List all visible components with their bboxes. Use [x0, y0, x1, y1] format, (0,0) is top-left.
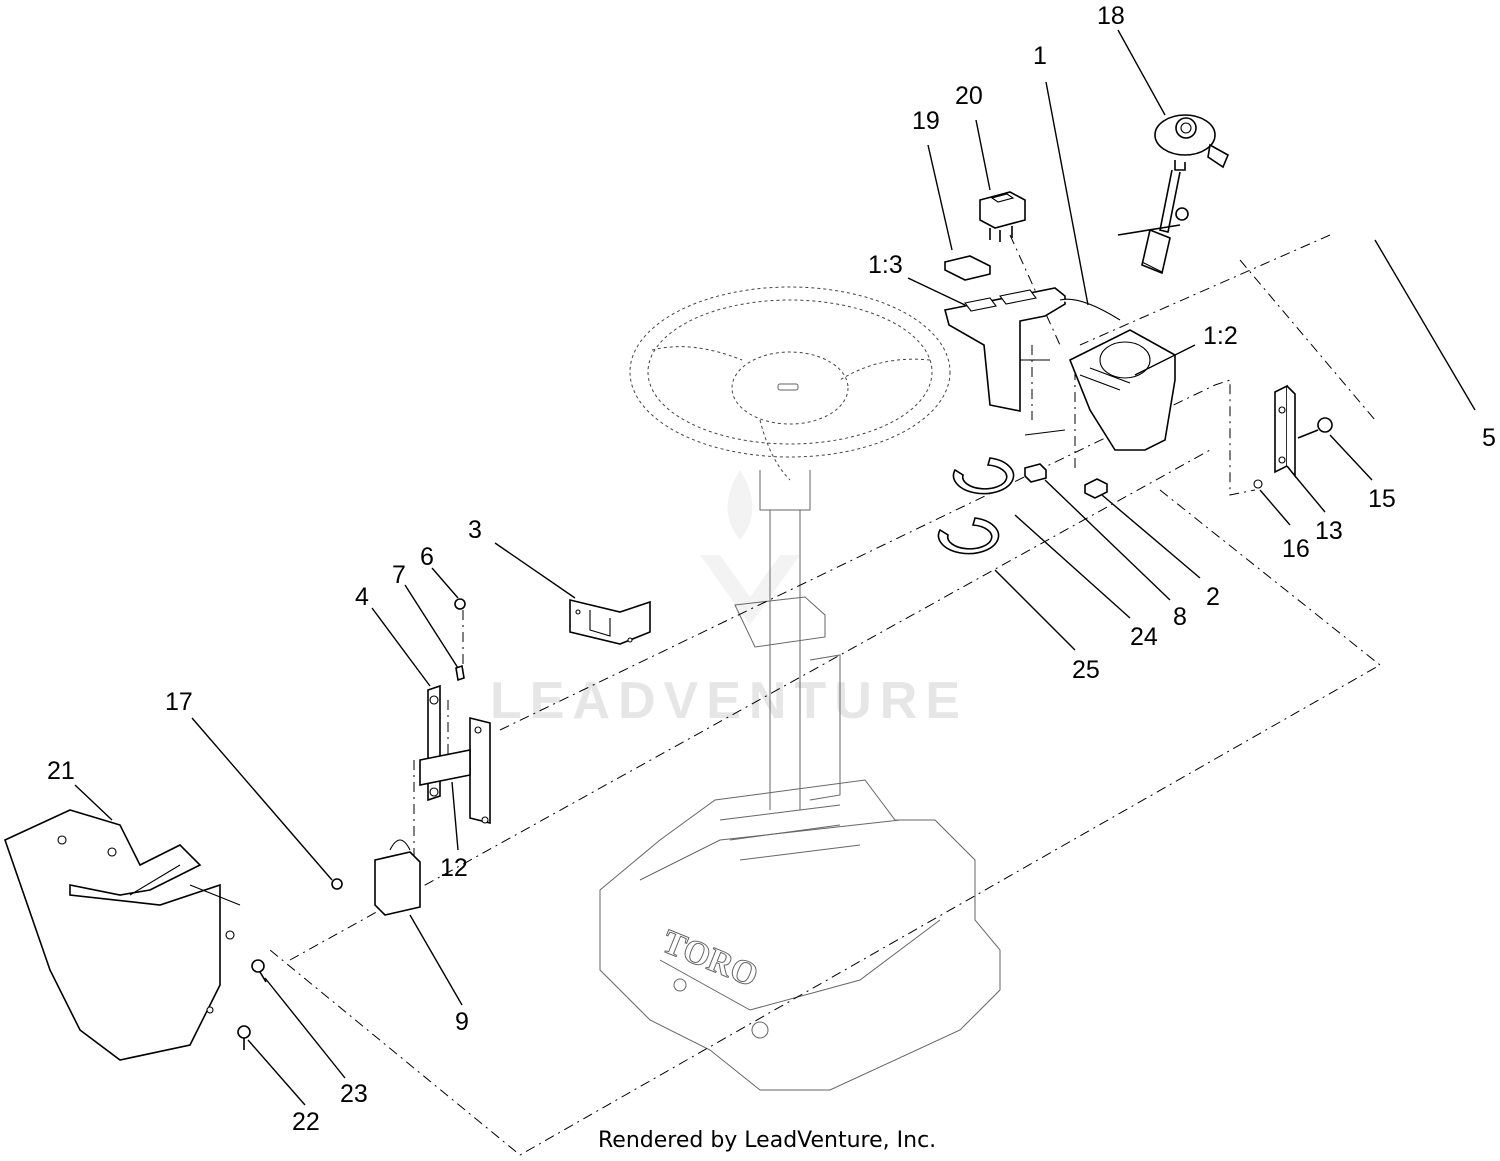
callout-15: 15: [1368, 485, 1396, 513]
part-9-relay: [374, 839, 421, 916]
callout-17: 17: [165, 688, 193, 716]
callout-16: 16: [1282, 535, 1310, 563]
callout-8: 8: [1173, 603, 1187, 631]
leader-13: [1294, 475, 1326, 513]
part-20-rocker-switch: [979, 191, 1026, 242]
steering-wheel-ghost: [629, 286, 951, 481]
dash-tower-ghost: TORO: [599, 779, 1001, 1091]
part-25-ring: [937, 517, 1000, 555]
leader-16: [1259, 489, 1291, 526]
leader-7: [404, 584, 459, 669]
callout-21: 21: [47, 757, 75, 785]
callout-12: 12: [440, 854, 468, 882]
leader-1-2: [1134, 344, 1196, 376]
part-3-bracket: [569, 598, 651, 645]
leader-lines: [74, 29, 1476, 1106]
steering-shaft-ghost: [734, 470, 841, 810]
part-1-dash-panel: [944, 287, 1176, 451]
leader-12: [451, 781, 459, 851]
callout-13: 13: [1315, 517, 1343, 545]
callout-18: 18: [1097, 2, 1125, 30]
leader-15: [1329, 434, 1373, 481]
part-7-clip: [455, 664, 465, 682]
leader-4: [371, 607, 431, 687]
callout-20: 20: [955, 82, 983, 110]
leader-3: [494, 542, 576, 599]
part-5-bolt: [1117, 207, 1189, 236]
callout-4: 4: [355, 583, 369, 611]
leader-24: [1014, 514, 1131, 619]
callout-labels: 18 1 20 19 1:3 1:2 5 15 13 16 2 8 24 25 …: [47, 2, 1496, 1136]
callout-23: 23: [340, 1080, 368, 1108]
callout-5: 5: [1482, 424, 1496, 452]
callout-1-3: 1:3: [868, 251, 903, 279]
part-21-cover: [4, 809, 241, 1061]
leader-8: [1044, 479, 1171, 601]
callout-19: 19: [912, 107, 940, 135]
leader-23: [264, 977, 346, 1079]
part-2-clip: [1084, 478, 1108, 499]
leader-1-3: [907, 277, 966, 306]
part-16-nut: [1253, 479, 1263, 489]
watermark-logo: [700, 470, 800, 625]
leader-9: [409, 914, 463, 1006]
callout-2: 2: [1206, 583, 1220, 611]
leader-17: [191, 717, 333, 881]
part-23-bolt: [251, 959, 267, 983]
assembly-guide-lines: [269, 234, 1381, 1156]
callout-25: 25: [1072, 656, 1100, 684]
part-15-bolt: [1297, 417, 1333, 439]
callout-22: 22: [292, 1108, 320, 1136]
part-18-key-switch: [1141, 114, 1230, 275]
leader-2: [1101, 494, 1201, 579]
part-22-bolt: [237, 1025, 251, 1050]
callout-6: 6: [420, 543, 434, 571]
footer-credit: Rendered by LeadVenture, Inc.: [598, 1128, 936, 1153]
part-17-screw: [331, 878, 343, 890]
leader-6: [431, 567, 459, 599]
callout-1: 1: [1033, 42, 1047, 70]
callout-1-2: 1:2: [1203, 322, 1238, 350]
leader-21: [74, 784, 113, 821]
leader-18: [1117, 29, 1166, 116]
callout-24: 24: [1130, 623, 1158, 651]
leader-25: [994, 569, 1076, 651]
part-4-bracket: [427, 684, 491, 825]
part-8-clip: [1024, 463, 1047, 483]
leader-1: [1045, 81, 1089, 306]
callout-3: 3: [468, 516, 482, 544]
part-13-bracket: [1274, 384, 1296, 479]
leader-20: [975, 119, 991, 191]
brand-mark: TORO: [657, 923, 763, 995]
leader-22: [247, 1039, 306, 1106]
watermark-text: LEADVENTURE: [490, 672, 968, 730]
part-6-nut: [454, 598, 466, 610]
callout-7: 7: [392, 561, 406, 589]
part-24-ring: [952, 457, 1015, 495]
part-19-plug: [944, 255, 991, 281]
leader-5: [1374, 239, 1476, 411]
leader-19: [927, 144, 953, 251]
callout-9: 9: [455, 1008, 469, 1036]
part-12-bracket: [419, 749, 471, 786]
